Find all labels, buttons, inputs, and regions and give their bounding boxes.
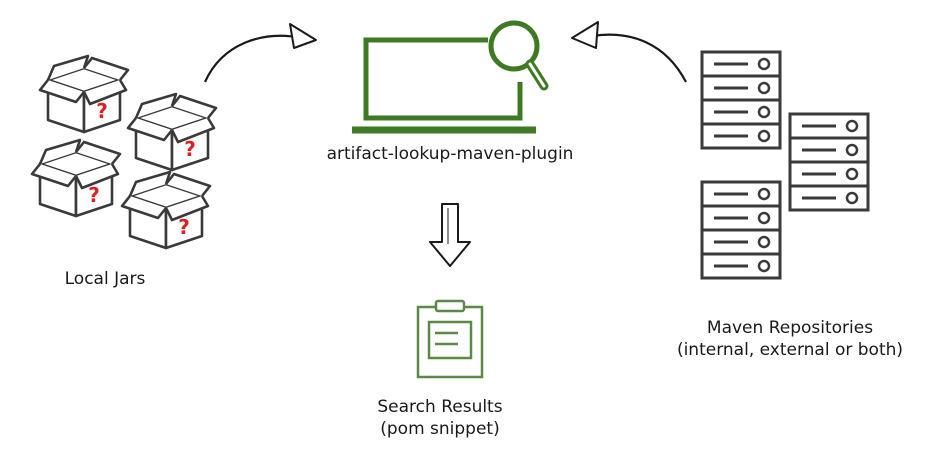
- server-rack-icon: [700, 180, 782, 280]
- arrow-icon: [203, 23, 317, 83]
- clipboard-icon: [416, 299, 484, 379]
- question-box-icon: ?: [126, 92, 218, 172]
- search-label-line2: (pom snippet): [380, 419, 500, 439]
- maven-label-line1: Maven Repositories: [706, 318, 874, 338]
- server-rack-icon: [700, 50, 782, 150]
- local-jars-label: Local Jars: [64, 269, 146, 289]
- maven-repositories-label: Maven Repositories (internal, external o…: [640, 317, 940, 361]
- laptop-magnifier-icon: [352, 20, 549, 134]
- question-box-icon: ?: [30, 138, 122, 218]
- maven-label-line2: (internal, external or both): [676, 340, 904, 360]
- local-jars-group: ? ? ? ?: [30, 54, 218, 250]
- arrow-icon: [429, 203, 471, 267]
- arrow-icon: [571, 21, 687, 83]
- server-rack-icon: [788, 112, 870, 212]
- question-box-icon: ?: [120, 170, 212, 250]
- search-results-label: Search Results (pom snippet): [330, 396, 550, 440]
- question-box-icon: ?: [38, 54, 130, 134]
- question-mark: ?: [184, 137, 196, 161]
- question-mark: ?: [88, 183, 100, 207]
- question-mark: ?: [96, 99, 108, 123]
- plugin-label: artifact-lookup-maven-plugin: [326, 144, 574, 164]
- question-mark: ?: [178, 215, 190, 239]
- search-label-line1: Search Results: [377, 397, 503, 417]
